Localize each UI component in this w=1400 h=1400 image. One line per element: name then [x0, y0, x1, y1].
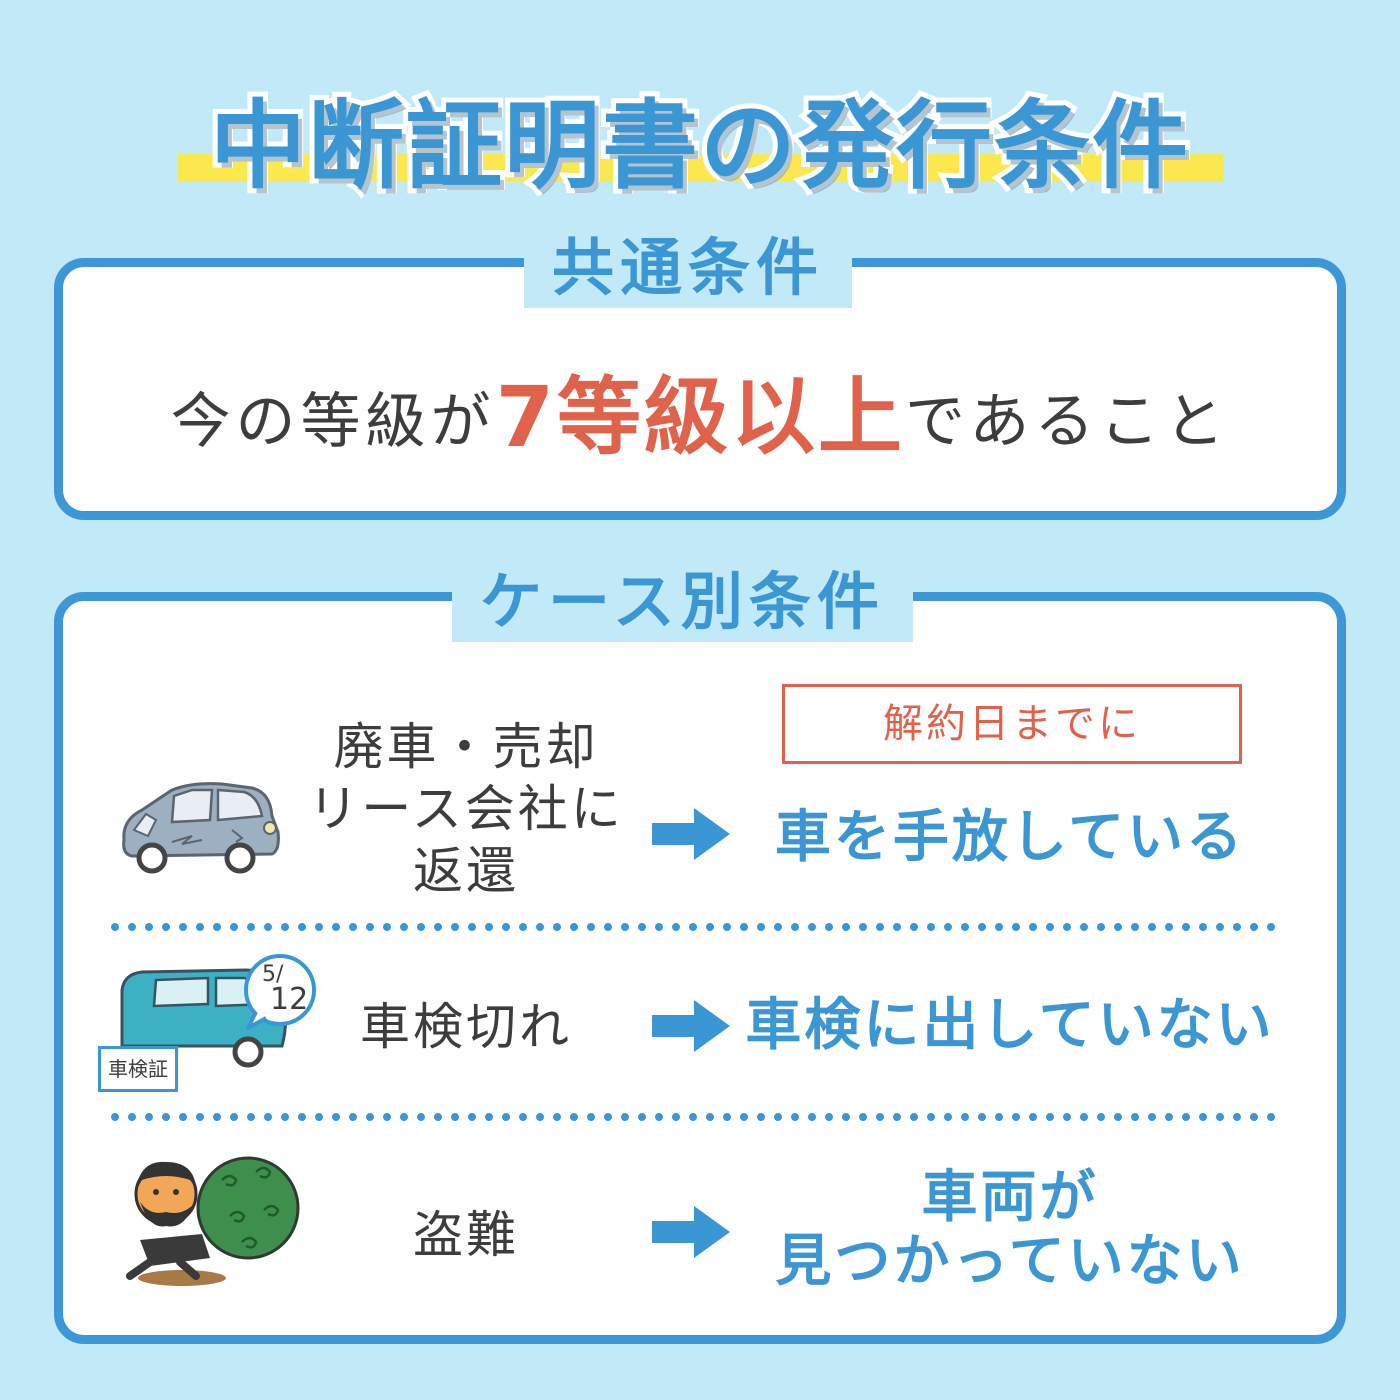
common-text-emphasis: 7等級以上: [495, 368, 906, 466]
case-label-line: 廃車・売却: [333, 718, 599, 776]
case-label-line: 車検切れ: [360, 998, 572, 1056]
case-label-inspection: 車検切れ: [300, 996, 632, 1058]
row-divider: [111, 923, 1290, 931]
case-result-line: 車検に出していない: [745, 993, 1275, 1058]
case-label-theft: 盗難: [300, 1204, 632, 1266]
row-divider: [111, 1113, 1290, 1121]
page-title: 中断証明書の発行条件: [205, 85, 1193, 207]
case-label-line: 返還: [413, 842, 519, 900]
case-result-theft: 車両が 見つかっていない: [740, 1166, 1280, 1294]
case-conditions-label: ケース別条件: [452, 562, 913, 642]
arrow-right-icon: [652, 808, 730, 860]
deadline-box: 解約日までに: [782, 684, 1242, 764]
case-result-line: 車両が: [921, 1165, 1099, 1230]
title-highlight: [178, 154, 1224, 182]
arrow-right-icon: [652, 1206, 730, 1258]
case-label-line: リース会社に: [308, 780, 624, 838]
case-result-scrap: 車を手放している: [740, 806, 1280, 870]
thief-illustration: [126, 1156, 300, 1286]
calendar-month: 5/: [262, 962, 284, 987]
arrow-right-icon: [652, 1000, 730, 1052]
common-text-pre: 今の等級が: [170, 387, 496, 457]
title-area: 中断証明書の発行条件: [0, 60, 1400, 207]
case-label-scrap: 廃車・売却 リース会社に 返還: [300, 716, 632, 902]
common-conditions-label: 共通条件: [524, 228, 853, 308]
common-condition-text: 今の等級が7等級以上であること: [54, 350, 1346, 471]
common-text-post: であること: [905, 387, 1230, 457]
scrapped-car-illustration: [122, 782, 280, 874]
case-label-line: 盗難: [413, 1206, 519, 1264]
case-result-inspection: 車検に出していない: [740, 994, 1280, 1058]
case-result-line: 見つかっていない: [775, 1229, 1245, 1294]
inspection-expired-car-illustration: [120, 954, 316, 1068]
calendar-day: 12: [270, 982, 309, 1017]
case-result-line: 車を手放している: [774, 805, 1246, 870]
inspection-certificate: 車検証: [98, 1046, 178, 1092]
